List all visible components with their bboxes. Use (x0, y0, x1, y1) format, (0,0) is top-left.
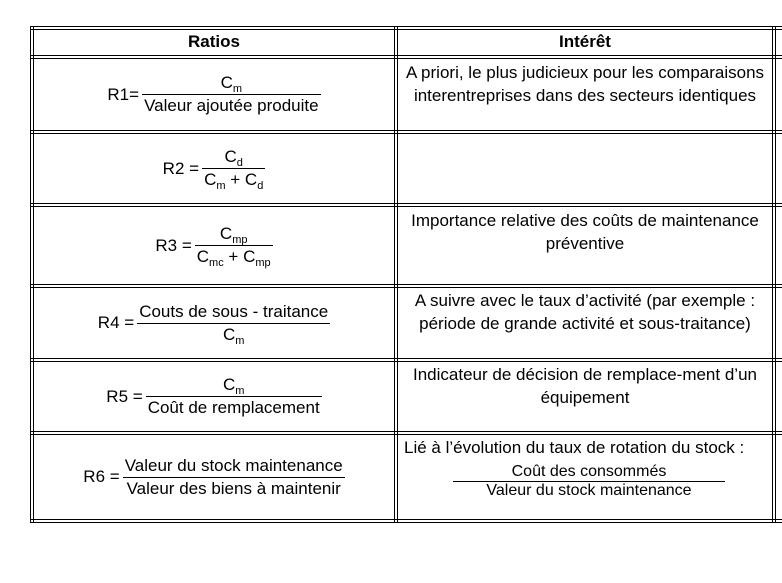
fraction-bar (137, 322, 331, 324)
fraction-denominator: Cm (222, 324, 245, 347)
column-divider (775, 26, 776, 523)
ratio-fraction: Cmp Cmc + Cmp (194, 223, 273, 269)
ratio-r4: R4 = Couts de sous - traitance Cm (34, 288, 394, 358)
ratio-fraction: Cm Valeur ajoutée produite (142, 72, 321, 117)
row-divider (30, 55, 782, 56)
fraction-bar (142, 94, 321, 95)
ratio-r3: R3 = Cmp Cmc + Cmp (34, 207, 394, 284)
table-border (30, 26, 31, 523)
ratio-name: R1= (107, 84, 140, 104)
row-divider (30, 287, 782, 288)
table-border (30, 519, 782, 520)
rotation-fraction: Coût des consommés Valeur du stock maint… (444, 463, 734, 500)
fraction-bar (202, 168, 266, 169)
fraction-numerator: Coût des consommés (511, 463, 667, 480)
interet-r5: Indicateur de décision de remplace-ment … (413, 365, 757, 407)
fraction-denominator: Valeur ajoutée produite (144, 96, 319, 115)
column-divider (772, 26, 773, 523)
ratio-fraction: Couts de sous - traitance Cm (137, 301, 331, 347)
row-divider (30, 58, 782, 59)
ratio-name: R2 = (162, 158, 200, 178)
row-divider (30, 203, 782, 204)
fraction-numerator: Cd (224, 147, 243, 169)
fraction-denominator: Coût de remplacement (147, 398, 320, 417)
fraction-numerator: Cm (222, 375, 245, 397)
fraction-numerator: Couts de sous - traitance (139, 301, 329, 321)
ratio-r1: R1= Cm Valeur ajoutée produite (34, 59, 394, 130)
row-divider (30, 284, 782, 285)
table-border (30, 29, 782, 30)
fraction-denominator: Valeur des biens à maintenir (126, 478, 341, 498)
fraction-denominator: Cm + Cd (204, 170, 264, 192)
row-divider (30, 361, 782, 362)
ratio-fraction: Cd Cm + Cd (202, 146, 266, 192)
row-divider (30, 434, 782, 435)
row-divider (30, 358, 782, 359)
column-divider (394, 26, 395, 523)
header-ratios: Ratios (188, 32, 240, 51)
interet-r3: Importance relative des coûts de mainten… (411, 211, 759, 253)
fraction-bar (453, 481, 725, 482)
interet-r6: Lié à l’évolution du taux de rotation du… (398, 436, 768, 500)
interet-r4: A suivre avec le taux d’activité (par ex… (414, 291, 756, 333)
interet-text: Lié à l’évolution du taux de rotation du… (404, 438, 745, 457)
fraction-denominator: Valeur du stock maintenance (486, 482, 692, 499)
ratio-r5: R5 = Cm Coût de remplacement (34, 362, 394, 431)
ratio-name: R5 = (106, 386, 143, 406)
ratio-fraction: Valeur du stock maintenance Valeur des b… (122, 455, 345, 500)
header-interet: Intérêt (559, 32, 611, 51)
fraction-denominator: Cmc + Cmp (196, 247, 271, 269)
row-divider (30, 133, 782, 134)
fraction-bar (145, 396, 322, 397)
fraction-numerator: Valeur du stock maintenance (124, 455, 343, 475)
ratio-name: R4 = (97, 313, 135, 332)
ratio-fraction: Cm Coût de remplacement (145, 374, 322, 419)
table-border (33, 26, 34, 523)
ratio-name: R3 = (155, 235, 192, 255)
ratio-name: R6 = (83, 467, 120, 486)
column-divider (397, 26, 398, 523)
row-divider (30, 206, 782, 207)
ratio-r2: R2 = Cd Cm + Cd (34, 134, 394, 203)
row-divider (30, 431, 782, 432)
table-border (30, 26, 782, 27)
interet-r1: A priori, le plus judicieux pour les com… (405, 63, 765, 105)
table-border (30, 522, 782, 523)
fraction-bar (194, 245, 273, 246)
fraction-bar (122, 476, 345, 478)
fraction-numerator: Cm (220, 73, 243, 95)
row-divider (30, 130, 782, 131)
fraction-numerator: Cmp (219, 224, 248, 246)
ratio-r6: R6 = Valeur du stock maintenance Valeur … (34, 435, 394, 519)
